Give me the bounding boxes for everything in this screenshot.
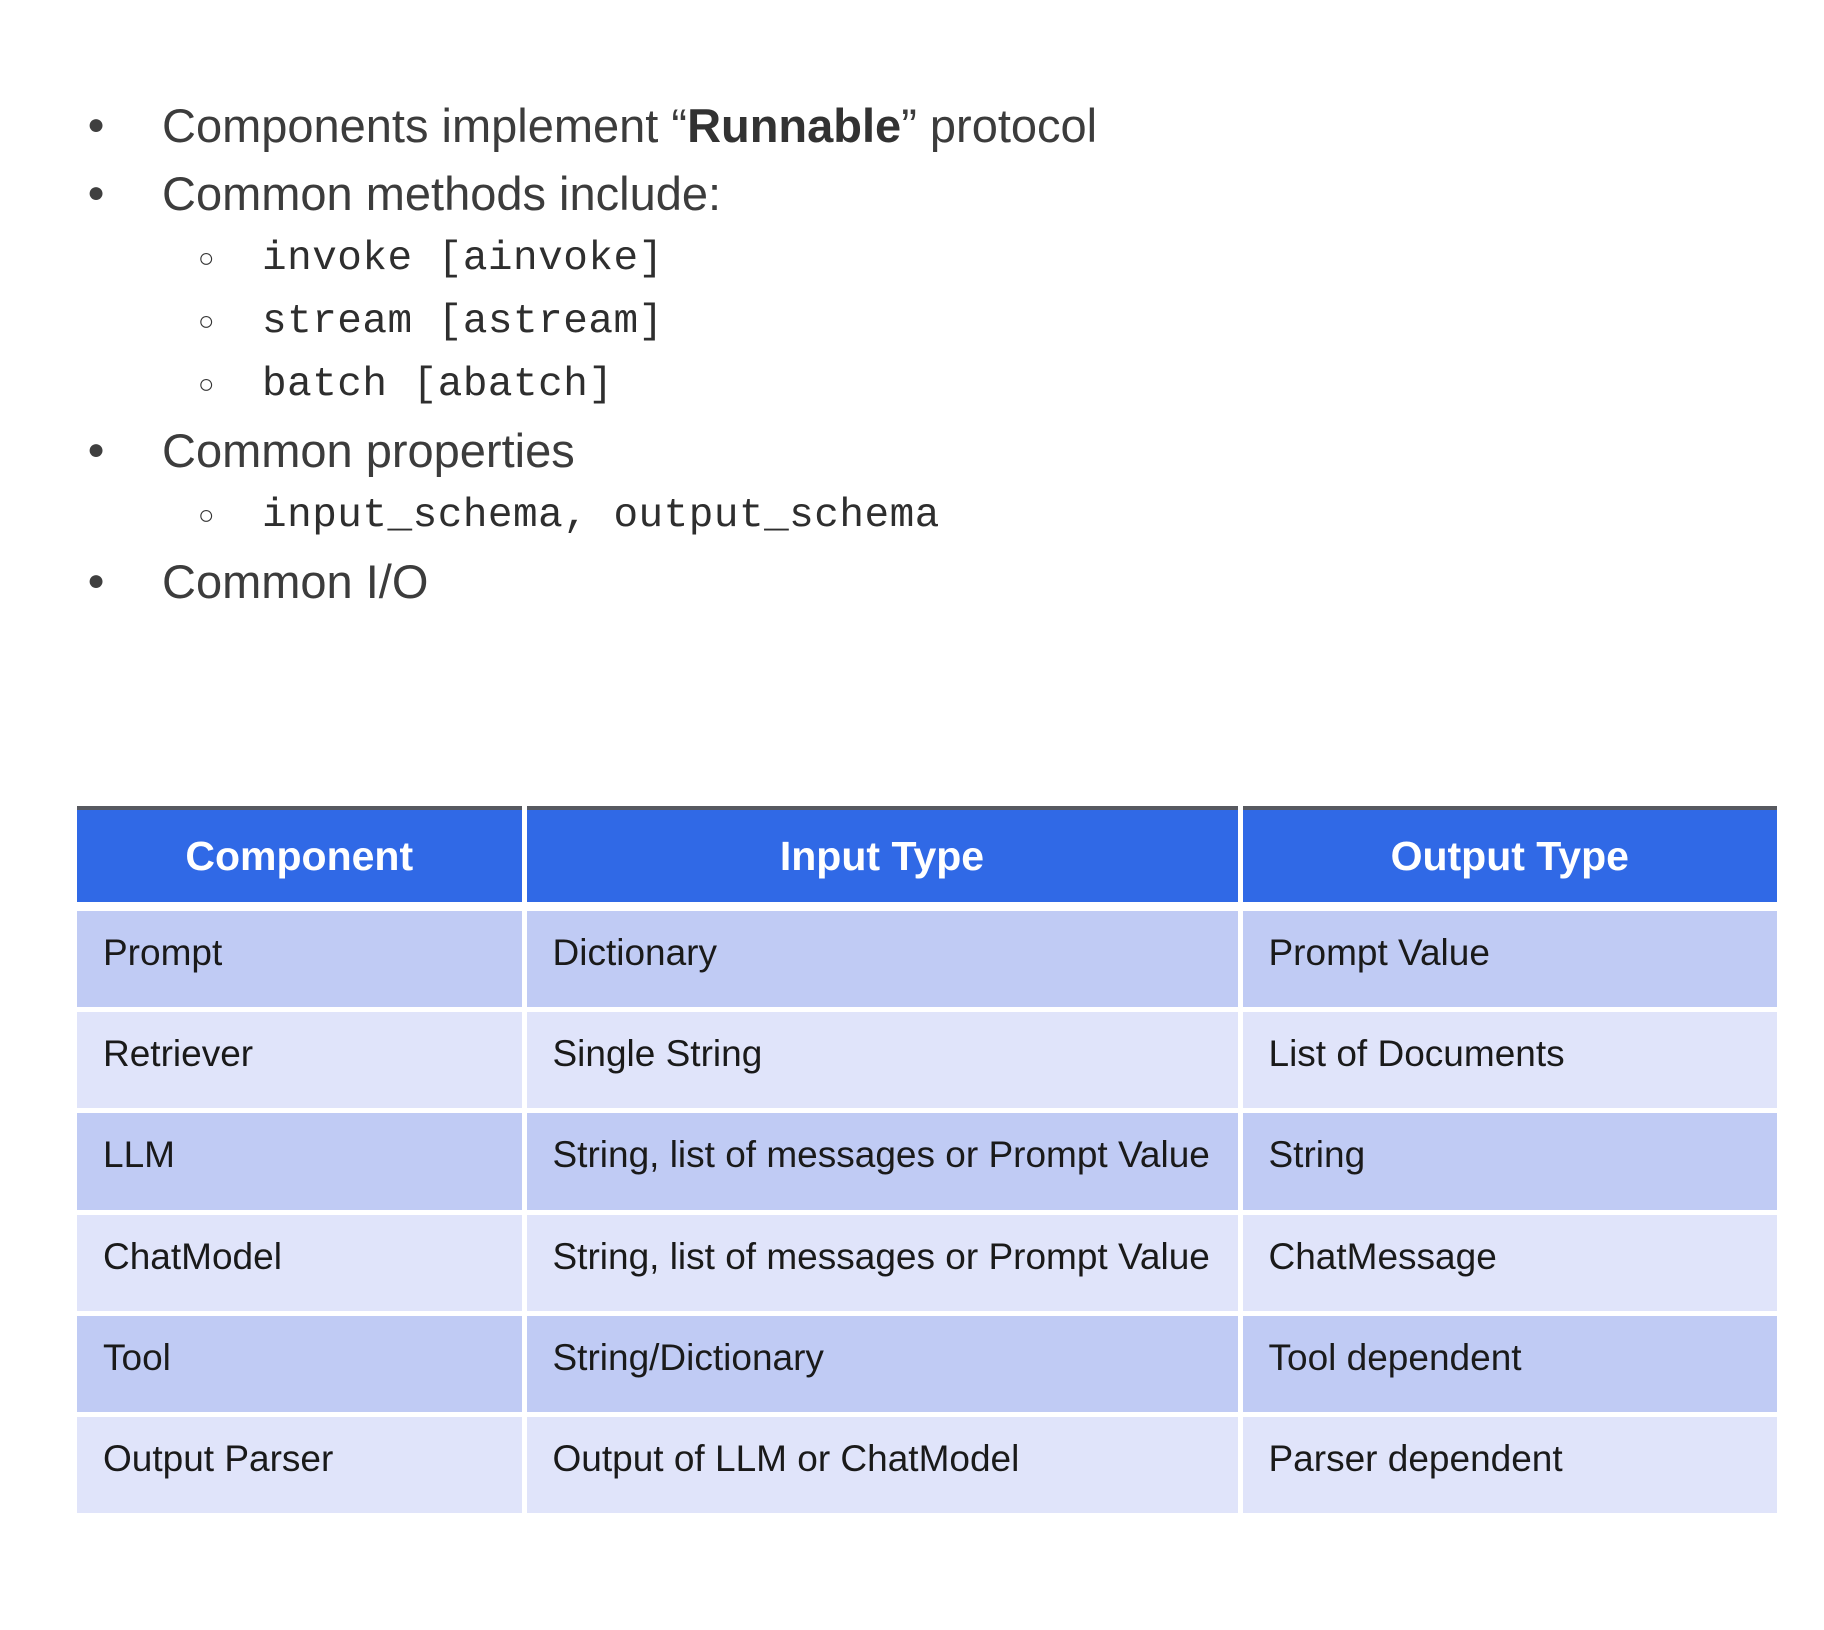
cell-component: Output Parser [77,1414,527,1514]
cell-input-type: String, list of messages or Prompt Value [521,1110,1243,1215]
bullet-dot-icon: ● [87,176,106,209]
cell-output-type: ChatMessage [1237,1212,1777,1316]
cell-input-type: Single String [521,1009,1243,1114]
bullet-list: ● Components implement “Runnable” protoc… [0,0,1824,616]
list-item-methods: ● Common methods include: [85,160,1784,228]
list-item-common-io: ● Common I/O [85,548,1784,616]
list-subitem-stream: ○ stream [astream] [85,291,1784,354]
cell-output-type: Tool dependent [1237,1313,1777,1418]
cell-component: Prompt [77,906,527,1013]
list-item-text: Common I/O [162,555,429,608]
list-subitem-schema: ○ input_schema, output_schema [85,485,1784,548]
cell-output-type: Prompt Value [1237,906,1777,1013]
column-header-output-type: Output Type [1237,806,1777,911]
component-io-table: Component Input Type Output Type Prompt … [77,806,1777,1514]
table-row-prompt: Prompt Dictionary Prompt Value [77,906,1777,1013]
code-text: invoke [ainvoke] [262,236,664,282]
table-row-output-parser: Output Parser Output of LLM or ChatModel… [77,1414,1777,1514]
cell-output-type: List of Documents [1237,1009,1777,1114]
list-item-runnable: ● Components implement “Runnable” protoc… [85,92,1784,160]
code-text: stream [astream] [262,299,664,345]
bullet-dot-icon: ● [87,564,106,597]
cell-input-type: String, list of messages or Prompt Value [521,1212,1243,1316]
cell-input-type: Output of LLM or ChatModel [521,1414,1243,1514]
table-row-llm: LLM String, list of messages or Prompt V… [77,1110,1777,1215]
cell-component: ChatModel [77,1212,527,1316]
code-text: input_schema, output_schema [262,493,940,539]
list-subitem-batch: ○ batch [abatch] [85,354,1784,417]
bullet-dot-icon: ● [87,108,106,141]
table-row-retriever: Retriever Single String List of Document… [77,1009,1777,1114]
cell-input-type: String/Dictionary [521,1313,1243,1418]
circle-bullet-icon: ○ [198,243,215,273]
circle-bullet-icon: ○ [198,500,215,530]
code-text: batch [abatch] [262,362,614,408]
table-row-chatmodel: ChatModel String, list of messages or Pr… [77,1212,1777,1316]
list-item-text: Components implement “Runnable” protocol [162,99,1098,152]
cell-component: Tool [77,1313,527,1418]
circle-bullet-icon: ○ [198,369,215,399]
cell-component: LLM [77,1110,527,1215]
cell-component: Retriever [77,1009,527,1114]
cell-input-type: Dictionary [521,906,1243,1013]
circle-bullet-icon: ○ [198,306,215,336]
list-item-text: Common properties [162,424,575,477]
runnable-bold-text: Runnable [687,99,902,152]
column-header-input-type: Input Type [521,806,1243,911]
list-subitem-invoke: ○ invoke [ainvoke] [85,228,1784,291]
list-item-properties: ● Common properties [85,417,1784,485]
cell-output-type: String [1237,1110,1777,1215]
bullet-dot-icon: ● [87,433,106,466]
list-item-text: Common methods include: [162,167,722,220]
table-row-tool: Tool String/Dictionary Tool dependent [77,1313,1777,1418]
cell-output-type: Parser dependent [1237,1414,1777,1514]
table-header-row: Component Input Type Output Type [77,806,1777,911]
column-header-component: Component [77,806,527,911]
